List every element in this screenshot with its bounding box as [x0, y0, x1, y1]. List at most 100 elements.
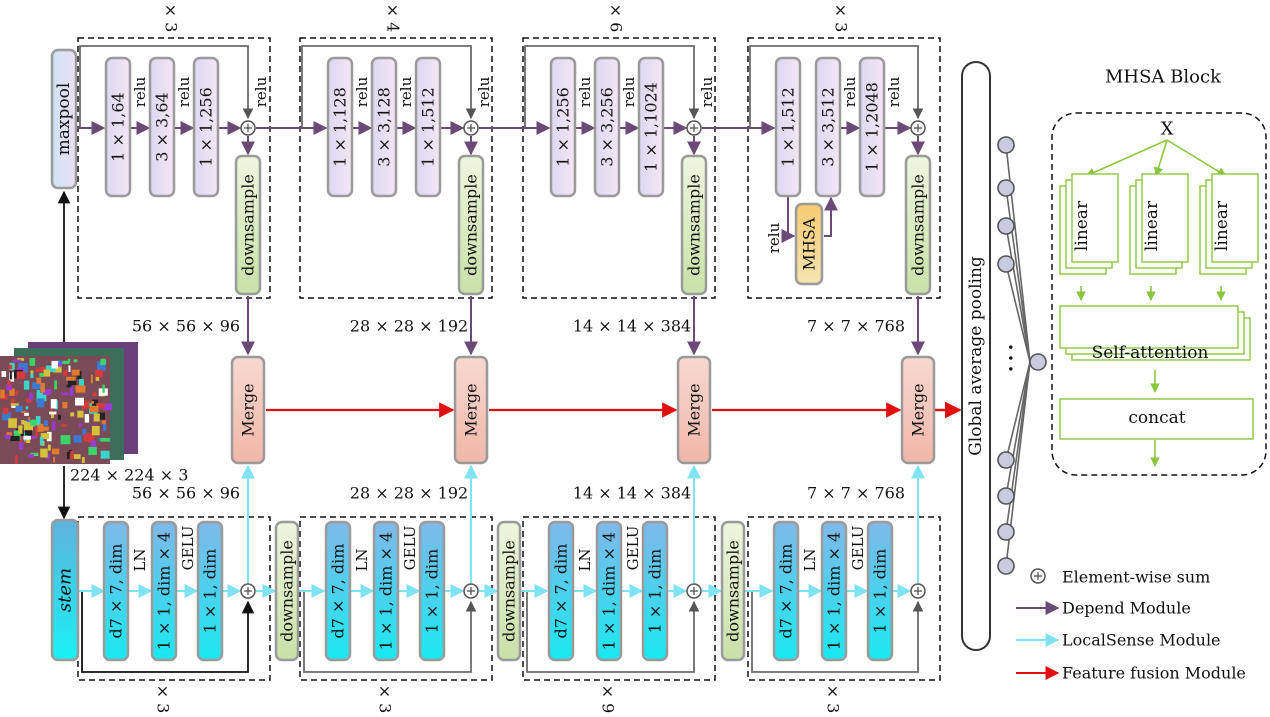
top-stage-2-conv-2 — [370, 56, 398, 198]
legend-depend-label: Depend Module — [1062, 599, 1191, 618]
bottom-downsample-3 — [720, 520, 746, 662]
mosaic-tile — [23, 441, 28, 444]
bottom-stage-2-shape: 28 × 28 × 192 — [350, 484, 468, 503]
mosaic-tile — [28, 417, 31, 421]
top-stage-2-conv-3-label: 1 × 1,512 — [419, 87, 438, 167]
bottom-stage-1-block-3 — [196, 520, 224, 662]
mosaic-tile — [1, 371, 7, 377]
bottom-stage-1-shape: 56 × 56 × 96 — [132, 484, 240, 503]
mosaic-tile — [51, 414, 54, 419]
ln-label: LN — [131, 548, 149, 571]
mosaic-tile — [35, 368, 43, 372]
bottom-stage-4-block-1-label: d7 × 7, dim — [777, 544, 796, 639]
mosaic-tile — [66, 384, 72, 388]
gap-edge — [1005, 225, 1031, 363]
top-stage-4-conv-3 — [858, 56, 886, 198]
relu-label: relu — [765, 222, 783, 253]
relu-label: relu — [353, 76, 371, 107]
top-stage-2-downsample — [457, 154, 485, 296]
relu-label: relu — [885, 76, 903, 107]
top-stage-1-repeat: × 3 — [162, 4, 181, 33]
bottom-skip — [751, 591, 924, 673]
relu-label: relu — [576, 76, 594, 107]
top-stage-1-conv-3-label: 1 × 1,256 — [197, 87, 216, 167]
mosaic-tile — [68, 377, 77, 386]
stem-block — [50, 518, 80, 662]
mosaic-tile — [26, 398, 33, 403]
bottom-stage-3-block-1 — [547, 520, 575, 662]
mosaic-tile — [52, 421, 56, 431]
gap-pill — [961, 61, 991, 651]
mosaic-tile — [29, 392, 33, 401]
gelu-label: GELU — [179, 526, 197, 571]
relu-label: relu — [620, 76, 638, 107]
mosaic-tile — [36, 377, 42, 384]
gap-node-8 — [997, 557, 1015, 575]
bottom-stage-2-block-1 — [324, 520, 352, 662]
gap-node-1 — [997, 136, 1015, 154]
top-stage-3-conv-1-label: 1 × 1,256 — [554, 87, 573, 167]
mosaic-tile — [96, 361, 106, 372]
mosaic-tile — [37, 398, 45, 408]
mosaic-tile — [91, 426, 100, 436]
mosaic-tile — [79, 378, 84, 387]
mosaic-tile — [91, 401, 94, 404]
relu-label: relu — [175, 76, 193, 107]
linear-stack — [1071, 173, 1119, 263]
mosaic-tile — [40, 433, 49, 440]
mosaic-tile — [47, 444, 51, 451]
linear-label-1: linear — [1072, 200, 1092, 251]
legend-fusion-label: Feature fusion Module — [1062, 664, 1246, 683]
bottom-stage-3-block-2-label: 1 × 1, dim × 4 — [600, 532, 619, 650]
mosaic-tile — [2, 411, 11, 421]
top-stage-1-conv-1 — [104, 56, 132, 198]
top-stage-1-conv-2 — [148, 56, 176, 198]
bottom-skip — [81, 591, 255, 673]
bottom-stage-4-frame — [747, 516, 941, 681]
bottom-skip — [303, 591, 477, 673]
mosaic-tile — [62, 402, 68, 409]
legend-localsense-label: LocalSense Module — [1062, 631, 1221, 650]
mosaic-tile — [71, 369, 80, 376]
mosaic-tile — [100, 437, 110, 442]
mosaic-tile — [95, 374, 100, 381]
top-stage-4-downsample — [904, 154, 932, 296]
mosaic-tile — [29, 436, 37, 439]
top-stage-2-conv-3 — [414, 56, 442, 198]
mosaic-tile — [21, 420, 25, 425]
top-stage-4-conv-2-label: 3 × 3,512 — [819, 87, 838, 167]
bottom-stage-1-repeat: × 3 — [154, 685, 173, 714]
mosaic-tile — [95, 369, 103, 378]
mosaic-tile — [93, 413, 100, 422]
top-stage-3-downsample — [680, 154, 708, 296]
relu-label: relu — [698, 76, 716, 107]
mosaic-tile — [10, 435, 20, 442]
merge-block-3-label: Merge — [685, 383, 704, 436]
mosaic-tile — [92, 399, 99, 408]
mhsa-block-frame — [1051, 112, 1267, 476]
mosaic-tile — [23, 420, 33, 431]
mosaic-tile — [16, 367, 24, 373]
mosaic-tile — [81, 457, 85, 463]
gap-edge — [1005, 144, 1031, 363]
mosaic-tile — [30, 373, 34, 378]
mosaic-tile — [95, 412, 105, 420]
bottom-stage-3-repeat: × 9 — [599, 685, 618, 714]
bottom-stage-4-shape: 7 × 7 × 768 — [807, 484, 905, 503]
bottom-stage-1-block-1 — [102, 520, 130, 662]
mosaic-tile — [39, 372, 45, 377]
relu-label: relu — [131, 76, 149, 107]
mosaic-tile — [12, 359, 22, 362]
relu-label: relu — [475, 76, 493, 107]
top-stage-2-repeat: × 4 — [384, 4, 403, 33]
mosaic-tile — [32, 382, 39, 389]
mhsa-x-label: X — [1161, 119, 1174, 140]
top-stage-3-conv-2-label: 3 × 3,256 — [598, 87, 617, 167]
bottom-stage-1-block-3-label: 1 × 1, dim — [201, 549, 220, 634]
mosaic-tile — [82, 428, 87, 436]
mosaic-tile — [57, 414, 61, 420]
mosaic-tile — [73, 435, 82, 443]
mosaic-tile — [53, 456, 56, 463]
mosaic-tile — [23, 380, 30, 390]
mosaic-tile — [89, 405, 99, 413]
